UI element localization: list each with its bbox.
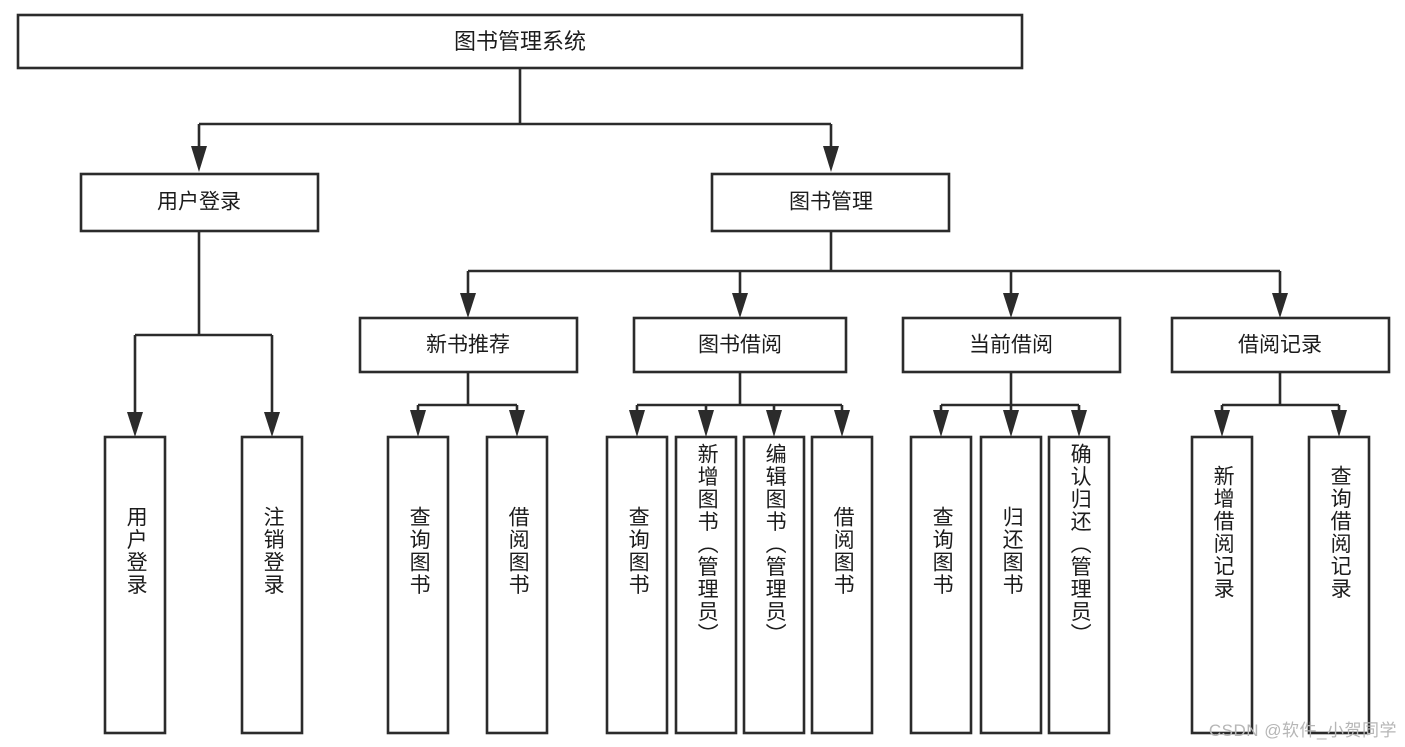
level1-label-1: 图书管理 bbox=[789, 191, 873, 214]
level1-box-0[interactable] bbox=[79, 172, 320, 233]
connector-new-book-to-leaves bbox=[410, 372, 525, 437]
level2-label-2: 当前借阅 bbox=[969, 334, 1053, 357]
arrow-head-icon bbox=[127, 412, 143, 437]
arrow-head-icon bbox=[698, 410, 714, 437]
leaf-box-book-borrow-1[interactable] bbox=[674, 435, 738, 735]
node-book-management[interactable]: 图书管理 bbox=[710, 172, 951, 233]
leaf-box-current-borrow-1[interactable] bbox=[979, 435, 1043, 735]
arrow-head-icon bbox=[1331, 410, 1347, 437]
arrow-head-icon bbox=[460, 293, 476, 318]
node-user-login[interactable]: 用户登录 bbox=[79, 172, 320, 233]
leaf-box-user-login-1[interactable] bbox=[240, 435, 304, 735]
arrow-head-icon bbox=[823, 146, 839, 172]
leaf-box-book-borrow-0[interactable] bbox=[605, 435, 669, 735]
arrow-head-icon bbox=[766, 410, 782, 437]
node-current-borrow[interactable]: 当前借阅 bbox=[901, 316, 1122, 374]
connector-current-borrow-to-leaves bbox=[933, 372, 1087, 437]
leaf-box-user-login-0[interactable] bbox=[103, 435, 167, 735]
arrow-head-icon bbox=[509, 410, 525, 437]
leaf-box-current-borrow-2[interactable] bbox=[1047, 435, 1111, 735]
arrow-head-icon bbox=[834, 410, 850, 437]
leaf-box-current-borrow-0[interactable] bbox=[909, 435, 973, 735]
arrow-head-icon bbox=[191, 146, 207, 172]
arrow-head-icon bbox=[264, 412, 280, 437]
arrow-head-icon bbox=[1071, 410, 1087, 437]
level2-box-2[interactable] bbox=[901, 316, 1122, 374]
arrow-head-icon bbox=[1214, 410, 1230, 437]
node-borrow-record[interactable]: 借阅记录 bbox=[1170, 316, 1391, 374]
node-new-book-recommend[interactable]: 新书推荐 bbox=[358, 316, 579, 374]
arrow-head-icon bbox=[1003, 293, 1019, 318]
connector-borrow-record-to-leaves bbox=[1214, 372, 1347, 437]
level1-label-0: 用户登录 bbox=[157, 191, 241, 214]
node-book-borrow[interactable]: 图书借阅 bbox=[632, 316, 848, 374]
connector-user-login-to-leaves bbox=[127, 231, 280, 437]
leaf-box-new-book-1[interactable] bbox=[485, 435, 549, 735]
level2-box-0[interactable] bbox=[358, 316, 579, 374]
arrow-head-icon bbox=[1003, 410, 1019, 437]
arrow-head-icon bbox=[933, 410, 949, 437]
arrow-head-icon bbox=[1272, 293, 1288, 318]
leaf-box-borrow-record-0[interactable] bbox=[1190, 435, 1254, 735]
arrow-head-icon bbox=[732, 293, 748, 318]
connector-root-to-level1 bbox=[191, 68, 839, 172]
leaf-box-borrow-record-1[interactable] bbox=[1307, 435, 1371, 735]
level2-label-3: 借阅记录 bbox=[1238, 334, 1322, 357]
root-box[interactable] bbox=[16, 13, 1024, 70]
arrow-head-icon bbox=[410, 410, 426, 437]
connector-book-borrow-to-leaves bbox=[629, 372, 850, 437]
leaf-box-book-borrow-3[interactable] bbox=[810, 435, 874, 735]
connector-book-management-to-level2 bbox=[460, 231, 1288, 318]
root-label: 图书管理系统 bbox=[454, 29, 586, 54]
leaf-box-book-borrow-2[interactable] bbox=[742, 435, 806, 735]
arrow-head-icon bbox=[629, 410, 645, 437]
level2-label-1: 图书借阅 bbox=[698, 334, 782, 357]
node-root[interactable]: 图书管理系统 bbox=[16, 13, 1024, 70]
csdn-watermark: CSDN @软件_小贺同学 bbox=[1208, 721, 1397, 740]
leaf-box-new-book-0[interactable] bbox=[386, 435, 450, 735]
level2-label-0: 新书推荐 bbox=[426, 334, 510, 357]
